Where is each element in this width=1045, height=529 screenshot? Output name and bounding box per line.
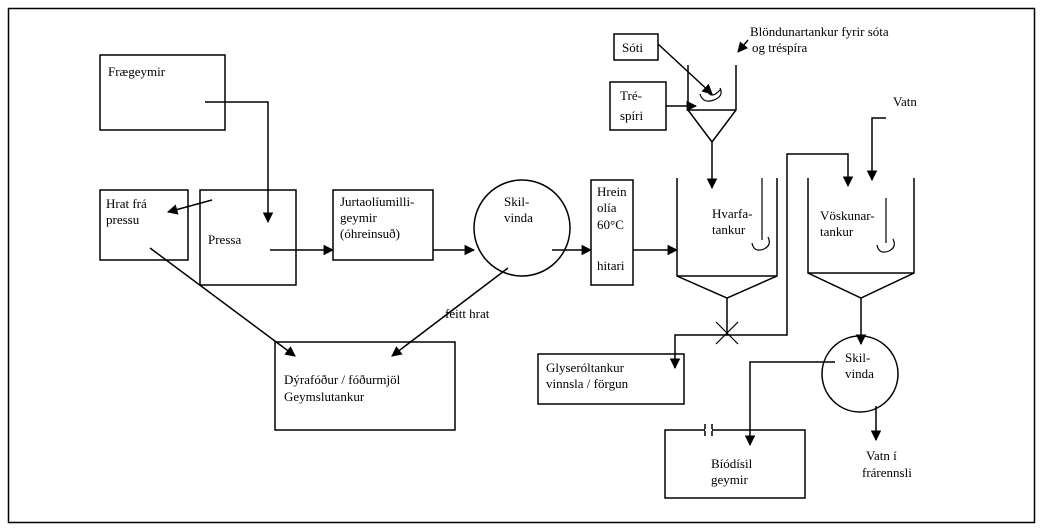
hrein-olia-box: Hrein olía 60°C hitari <box>590 179 634 286</box>
dyrafodur-label-line2: Geymslutankur <box>284 389 365 404</box>
glyserol-label-line2: vinnsla / förgun <box>546 376 629 391</box>
hrein-label-line2: olía <box>597 200 617 215</box>
hrein-label-line1: Hrein <box>597 184 627 199</box>
skilvinda-2-label-line2: vinda <box>845 366 874 381</box>
vatn-ut-label-line1: Vatn í <box>866 448 897 463</box>
jurtaoliu-label-line2: geymir <box>340 210 377 225</box>
blondunartankur-label-line2: og tréspíra <box>752 40 807 55</box>
jurtaoliu-label-line1: Jurtaolíumilli- <box>340 194 414 209</box>
glyserol-box: Glyseróltankur vinnsla / förgun <box>537 353 685 405</box>
feitt-hrat-label: feitt hrat <box>445 306 490 321</box>
stirrer-icon <box>751 236 770 251</box>
hrat-label-line1: Hrat frá <box>106 196 147 211</box>
arrow-skilvinda-dyrafodur <box>391 267 509 357</box>
hvarfatankur-label-line2: tankur <box>712 222 746 237</box>
fraegeymir-box: Frægeymir <box>99 54 226 131</box>
arrow-hvarfatankur-voskun <box>726 153 854 336</box>
voskunartankur-label-line1: Vöskunar- <box>820 208 875 223</box>
voskunartankur-label-line2: tankur <box>820 224 854 239</box>
biodisil-label-line1: Bíódísil <box>711 456 753 471</box>
skilvinda-1: Skil- vinda <box>473 179 571 277</box>
trespiri-box: Tré- spíri <box>609 81 667 131</box>
flow-lines <box>149 39 886 447</box>
skilvinda-1-label-line2: vinda <box>504 210 533 225</box>
arrow-soti-blondun <box>657 43 713 95</box>
skilvinda-2-label-line1: Skil- <box>845 350 870 365</box>
arrow-vatn-voskun <box>866 117 886 182</box>
hrein-label-line3: 60°C <box>597 217 624 232</box>
blondunartankur-label-line1: Blöndunartankur fyrir sóta <box>750 24 889 39</box>
hvarfatankur-tank: Hvarfa- tankur <box>676 178 778 299</box>
diagram-border <box>7 7 1036 524</box>
jurtaoliu-label-line3: (óhreinsuð) <box>340 226 400 241</box>
glyserol-label-line1: Glyseróltankur <box>546 360 625 375</box>
vatn-inn-label: Vatn <box>893 94 917 109</box>
fraegeymir-label: Frægeymir <box>108 64 166 79</box>
hvarfatankur-label-line1: Hvarfa- <box>712 206 752 221</box>
arrow-blondun-label <box>737 39 749 53</box>
trespiri-label-line2: spíri <box>620 108 644 123</box>
arrow-fraegeymir-pressa <box>205 101 274 224</box>
hrat-box: Hrat frá pressu <box>99 189 189 261</box>
dyrafodur-label-line1: Dýrafóður / fóðurmjöl <box>284 372 401 387</box>
soti-box: Sóti <box>613 33 659 61</box>
pressa-box: Pressa <box>199 189 297 286</box>
dyrafodur-box: Dýrafóður / fóðurmjöl Geymslutankur <box>274 341 456 431</box>
blondunartankur-tank <box>687 65 737 144</box>
jurtaoliu-box: Jurtaolíumilli- geymir (óhreinsuð) <box>332 189 434 261</box>
biodisil-label-line2: geymir <box>711 472 748 487</box>
skilvinda-1-label-line1: Skil- <box>504 194 529 209</box>
valve-icon <box>715 321 739 345</box>
trespiri-label-line1: Tré- <box>620 88 642 103</box>
arrow-skilvinda-biodisil <box>744 361 835 447</box>
skilvinda-2: Skil- vinda <box>821 335 899 413</box>
biodisil-box: Bíódísil geymir <box>664 424 806 499</box>
vatn-ut-label-line2: frárennsli <box>862 465 912 480</box>
soti-label: Sóti <box>622 40 643 55</box>
voskunartankur-tank: Vöskunar- tankur <box>807 178 915 299</box>
hrat-label-line2: pressu <box>106 212 140 227</box>
pressa-label: Pressa <box>208 232 241 247</box>
arrow-pressa-hrat <box>166 199 213 215</box>
hrein-label-line4: hitari <box>597 258 625 273</box>
arrow-hvarfatankur-glyserol <box>669 334 727 370</box>
stirrer-icon <box>876 238 895 253</box>
stirrer-icon <box>699 87 722 102</box>
arrow-hrat-dyrafodur <box>149 247 296 357</box>
